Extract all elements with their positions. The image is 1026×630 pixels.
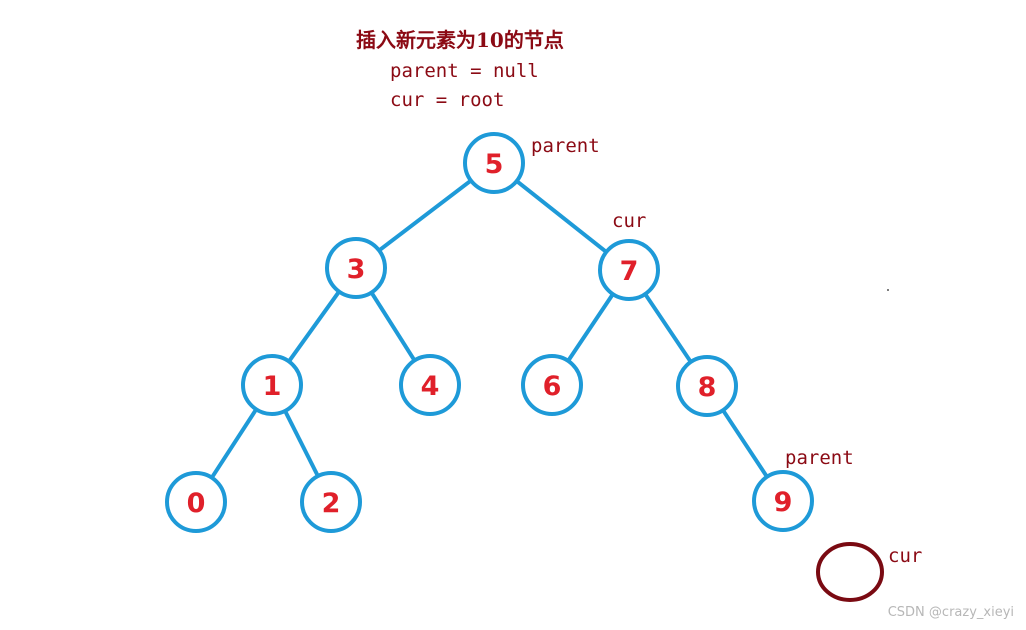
tree-edges <box>210 178 769 479</box>
edge-n3-n4 <box>369 291 417 362</box>
node-circle <box>300 471 362 533</box>
node-circle <box>399 354 461 416</box>
node-circle <box>165 471 227 533</box>
new-node-circle <box>816 542 884 602</box>
node-circle <box>241 354 303 416</box>
edge-n5-n7 <box>515 179 608 254</box>
node-value: 7 <box>620 256 639 287</box>
label-cur-new: cur <box>888 545 923 567</box>
node-value: 0 <box>187 488 206 519</box>
watermark: CSDN @crazy_xieyi <box>887 605 1014 620</box>
code-line-parent: parent = null <box>390 60 539 82</box>
tree-node-9: 9 <box>752 470 814 532</box>
node-circle <box>463 132 525 194</box>
edge-n1-n0 <box>210 408 258 479</box>
node-value: 9 <box>774 487 793 518</box>
node-value: 3 <box>347 254 366 285</box>
node-value: 2 <box>322 488 341 519</box>
node-value: 4 <box>421 371 440 402</box>
tree-node-7: 7 <box>598 239 660 301</box>
tree-node-4: 4 <box>399 354 461 416</box>
edge-n3-n1 <box>287 290 341 363</box>
node-value: 1 <box>263 371 282 402</box>
node-circle <box>325 237 387 299</box>
edge-n5-n3 <box>377 178 473 253</box>
node-value: 6 <box>543 371 562 402</box>
edge-n8-n9 <box>721 409 769 478</box>
tree-node-2: 2 <box>300 471 362 533</box>
tree-node-5: 5 <box>463 132 525 194</box>
tree-node-6: 6 <box>521 354 583 416</box>
label-parent-root: parent <box>531 135 600 157</box>
edge-n7-n8 <box>643 292 693 364</box>
label-parent-node9: parent <box>785 447 854 469</box>
tree-node-8: 8 <box>676 355 738 417</box>
node-circle <box>521 354 583 416</box>
node-value: 5 <box>485 149 504 180</box>
tree-node-0: 0 <box>165 471 227 533</box>
diagram-title: 插入新元素为10的节点 <box>356 28 564 52</box>
node-circle <box>752 470 814 532</box>
node-circle <box>676 355 738 417</box>
node-value: 8 <box>698 372 717 403</box>
tree-node-3: 3 <box>325 237 387 299</box>
edge-n1-n2 <box>283 409 320 478</box>
stray-dot <box>887 289 889 291</box>
node-circle <box>598 239 660 301</box>
edge-n7-n6 <box>566 292 615 363</box>
code-line-cur: cur = root <box>390 89 505 111</box>
tree-nodes: 5 3 7 1 4 6 8 0 2 9 <box>165 132 814 533</box>
label-cur-node7: cur <box>612 210 647 232</box>
tree-node-1: 1 <box>241 354 303 416</box>
